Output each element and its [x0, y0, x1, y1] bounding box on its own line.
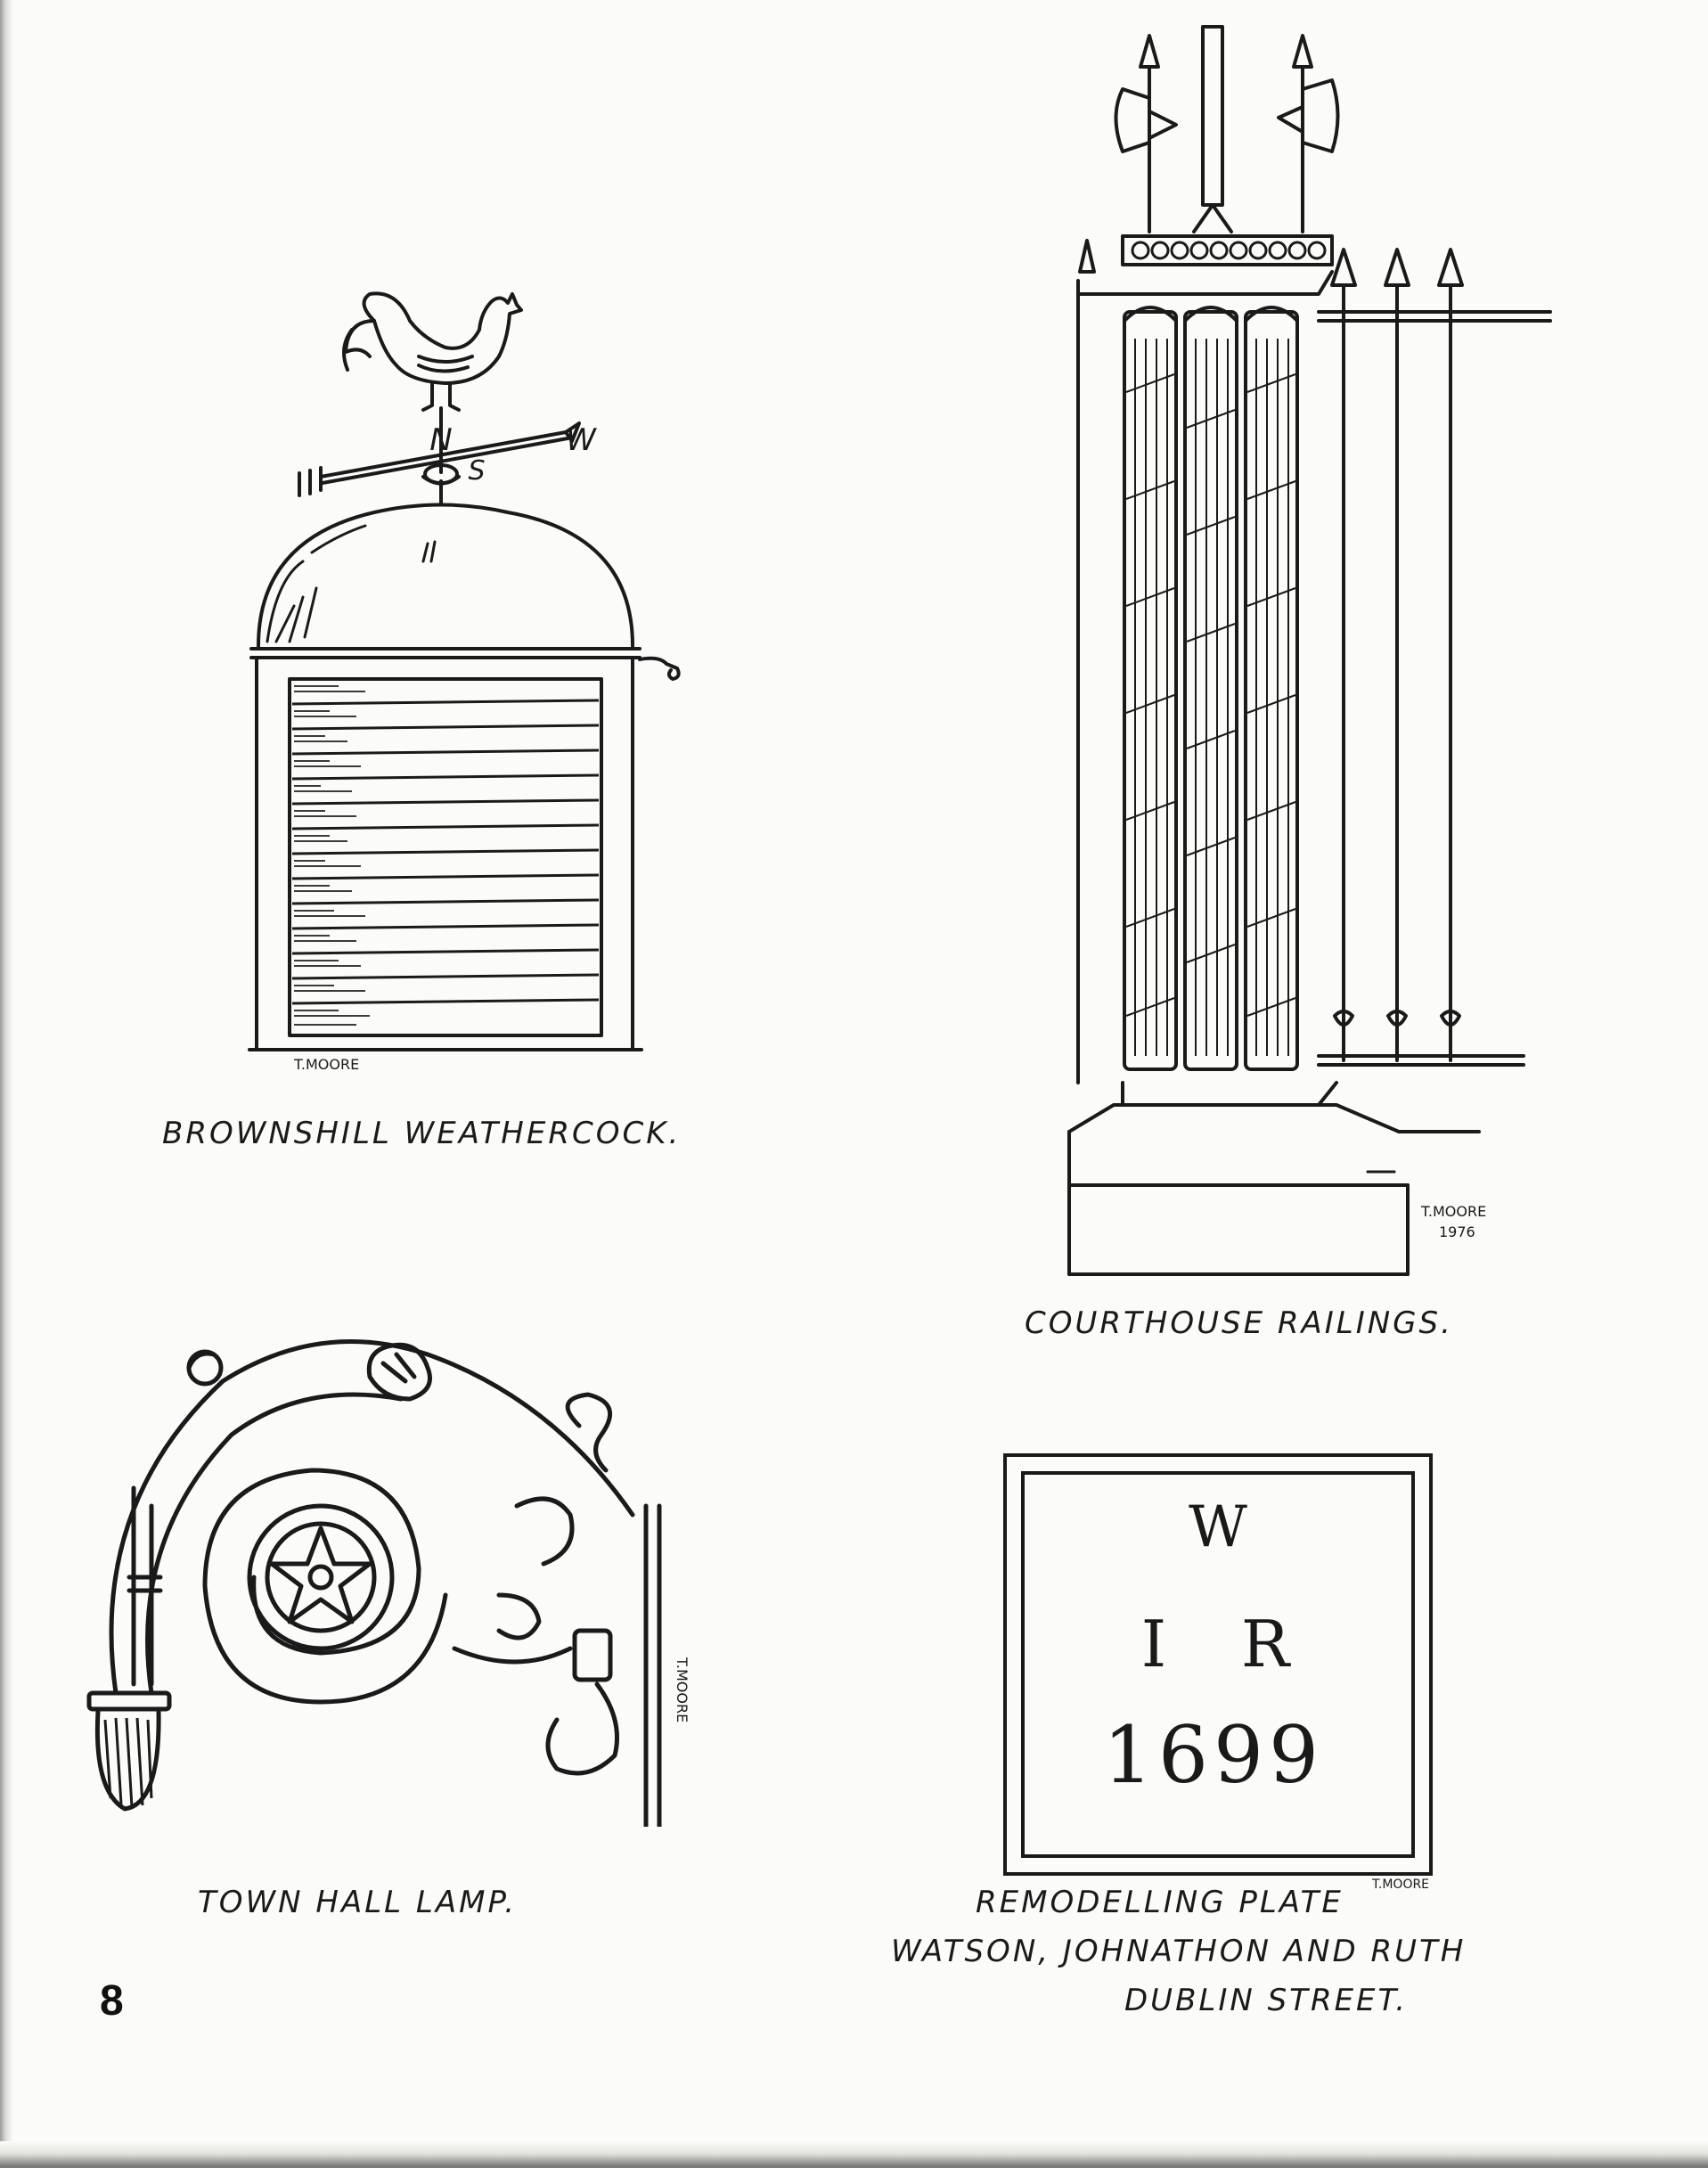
weathercock-signature: T.MOORE [293, 1056, 359, 1073]
page-edge-shadow-bottom [0, 2141, 1708, 2168]
railings-signature-year: 1976 [1439, 1223, 1475, 1240]
compass-letter-n: N [429, 422, 452, 458]
plate-caption-line-1: REMODELLING PLATE [976, 1885, 1344, 1920]
weathercock-drawing: N S W E T.MOORE [241, 267, 704, 1087]
plate-initial-right: R [1241, 1607, 1291, 1681]
lamp-signature: T.MOORE [674, 1657, 691, 1722]
lamp-caption: TOWN HALL LAMP. [198, 1885, 518, 1920]
plate-caption-line-3: DUBLIN STREET. [1124, 1983, 1409, 2018]
plate-signature: T.MOORE [1371, 1878, 1429, 1892]
plate-illustration: W I R 1699 T.MOORE [1003, 1453, 1433, 1892]
plate-year: 1699 [1103, 1709, 1324, 1801]
plate-caption-line-2: WATSON, JOHNATHON AND RUTH [891, 1934, 1467, 1969]
railings-drawing: T.MOORE 1976 [1060, 18, 1559, 1292]
compass-letter-s: S [468, 455, 485, 487]
railings-signature: T.MOORE [1420, 1203, 1486, 1220]
compass-letter-w: W [566, 422, 597, 458]
page-edge-shadow-left [0, 0, 12, 2168]
railings-illustration: T.MOORE 1976 [1067, 25, 1552, 1276]
weathercock-illustration: N S W E T.MOORE [248, 291, 681, 1073]
lamp-drawing: T.MOORE [53, 1328, 722, 1827]
lamp-illustration: T.MOORE [86, 1338, 691, 1827]
plate-drawing: W I R 1699 T.MOORE [998, 1448, 1443, 1894]
railings-caption: COURTHOUSE RAILINGS. [1025, 1305, 1453, 1341]
weathercock-caption: BROWNSHILL WEATHERCOCK. [162, 1116, 682, 1151]
plate-initial-left: I [1141, 1607, 1166, 1681]
page-number: 8 [100, 1977, 124, 2025]
plate-monogram: W [1189, 1494, 1247, 1560]
